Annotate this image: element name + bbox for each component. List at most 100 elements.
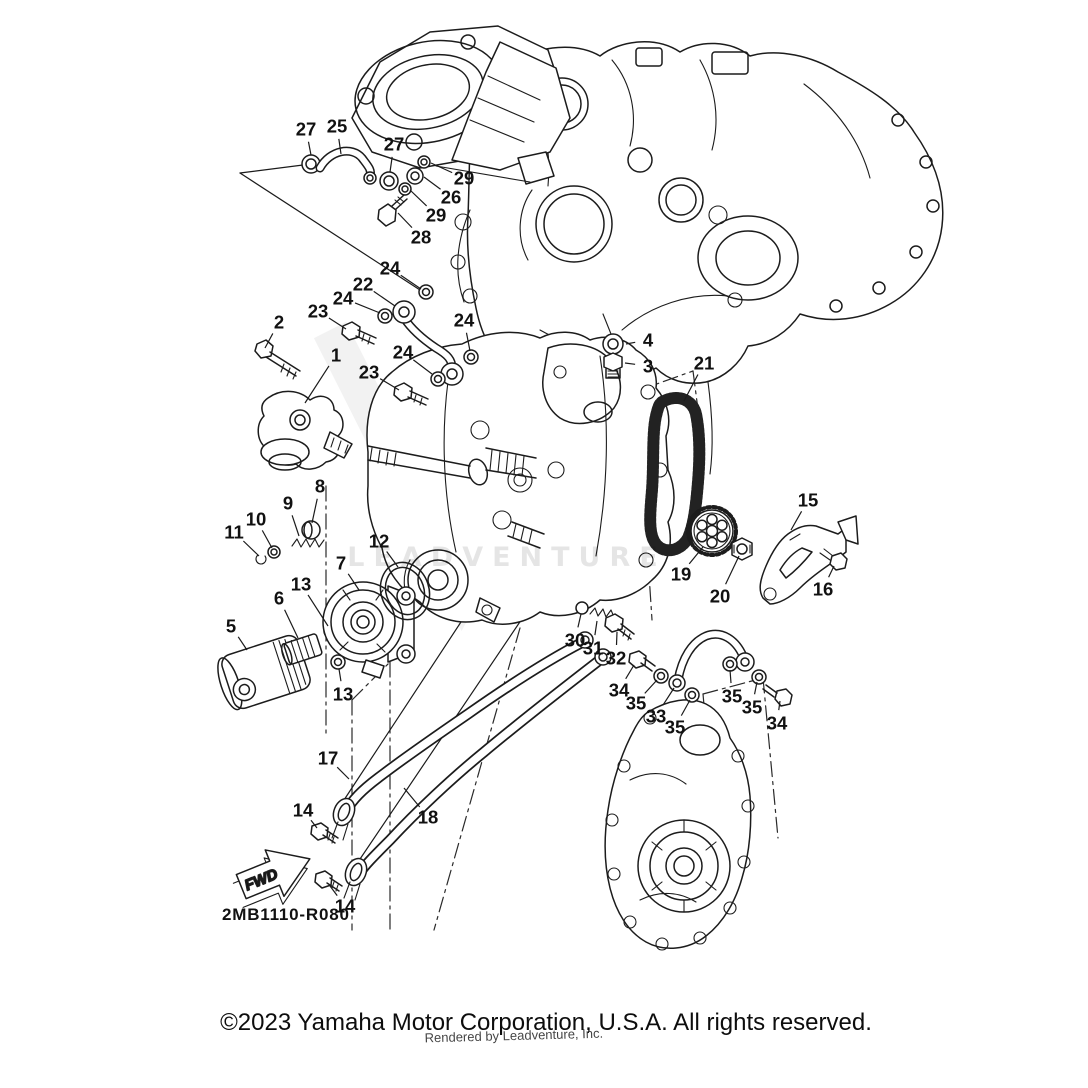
callout-label[interactable]: 17: [318, 748, 339, 769]
callout-label[interactable]: 9: [283, 493, 293, 514]
callout-leader: [386, 551, 399, 568]
callout-leader: [338, 668, 342, 682]
callout-label[interactable]: 21: [694, 353, 715, 374]
filter-union-bolt: [280, 633, 323, 666]
callout-leader: [725, 555, 740, 585]
callout-leader: [311, 498, 318, 524]
callout-leader: [373, 290, 396, 307]
callout-label[interactable]: 14: [335, 896, 356, 917]
callout-leader: [790, 511, 803, 531]
callout-label[interactable]: 4: [643, 330, 654, 351]
callout-label[interactable]: 20: [710, 586, 731, 607]
callout-leader: [328, 317, 347, 330]
callout-leader: [828, 565, 835, 578]
callout-leader: [729, 669, 732, 684]
cylinder-base: [351, 25, 571, 185]
callout-label[interactable]: 1: [331, 345, 341, 366]
callout-label[interactable]: 23: [308, 301, 329, 322]
callout-label[interactable]: 31: [583, 638, 604, 659]
callout-label[interactable]: 27: [384, 134, 405, 155]
callout-label[interactable]: 13: [291, 574, 312, 595]
callout-label[interactable]: 34: [609, 680, 630, 701]
callout-label[interactable]: 22: [353, 274, 374, 295]
callout-leader: [347, 573, 360, 591]
callout-leader: [310, 819, 318, 829]
callout-label[interactable]: 2: [274, 312, 284, 333]
callout-leader: [304, 365, 330, 404]
callout-label[interactable]: 18: [418, 807, 439, 828]
callout-label[interactable]: 24: [393, 342, 414, 363]
callout-label[interactable]: 28: [411, 227, 432, 248]
sprocket-nut: [731, 537, 753, 561]
callout-label[interactable]: 13: [333, 684, 354, 705]
callout-label[interactable]: 15: [798, 490, 819, 511]
callout-label[interactable]: 29: [426, 205, 447, 226]
callout-leader: [291, 515, 300, 537]
relief-valve-parts: [255, 520, 325, 565]
callout-label[interactable]: 3: [643, 356, 653, 377]
callout-label[interactable]: 34: [767, 713, 788, 734]
crankcase-right-half: [450, 41, 944, 475]
callout-label[interactable]: 5: [226, 616, 236, 637]
callout-label[interactable]: 11: [224, 522, 244, 543]
pump-chain: [644, 392, 706, 557]
bolt-34-right: [762, 684, 793, 707]
bolt-28: [377, 194, 408, 227]
callout-label[interactable]: 29: [454, 168, 475, 189]
callout-leader: [329, 885, 338, 896]
callout-leader: [615, 631, 618, 646]
callout-label[interactable]: 24: [380, 258, 401, 279]
callout-label[interactable]: 26: [441, 187, 462, 208]
callout-label[interactable]: 27: [296, 119, 317, 140]
callout-label[interactable]: 33: [646, 706, 667, 727]
oil-hose-18: [343, 648, 612, 901]
callout-leader: [625, 664, 635, 680]
callout-leader: [594, 620, 598, 636]
callout-leader: [662, 687, 675, 706]
callout-leader: [683, 374, 699, 402]
callout-label[interactable]: 8: [315, 476, 325, 497]
bolt-23-upper: [341, 321, 377, 345]
callout-label[interactable]: 35: [665, 717, 686, 738]
callout-label[interactable]: 10: [246, 509, 267, 530]
oil-delivery-pipe-22: [341, 284, 479, 406]
callout-label[interactable]: 35: [742, 697, 763, 718]
callout-leader: [242, 540, 260, 557]
check-valve-parts: [575, 601, 635, 641]
callout-label[interactable]: 23: [359, 362, 380, 383]
callout-leader: [753, 681, 758, 695]
callout-leader: [354, 302, 381, 314]
bolt-2: [254, 339, 301, 380]
callout-leader: [261, 530, 273, 549]
callout-leader: [403, 787, 421, 808]
bolt-14-upper: [310, 822, 339, 844]
callout-label[interactable]: 24: [454, 310, 475, 331]
callout-label[interactable]: 35: [722, 686, 743, 707]
callout-label[interactable]: 16: [813, 579, 834, 600]
callout-label[interactable]: 19: [671, 564, 692, 585]
oil-pump-assembly-1: [254, 339, 353, 471]
callout-label[interactable]: 24: [333, 288, 354, 309]
callout-label[interactable]: 32: [606, 648, 627, 669]
callout-label[interactable]: 25: [327, 116, 348, 137]
bolt-14-lower: [314, 870, 343, 892]
pump-drive-shaft: [367, 445, 545, 549]
breather-hose-and-fittings: [301, 146, 431, 227]
callout-leader: [336, 766, 350, 780]
callout-leader: [379, 378, 400, 391]
callout-label[interactable]: 7: [336, 553, 346, 574]
callout-label[interactable]: 12: [369, 531, 390, 552]
callout-label[interactable]: 6: [274, 588, 284, 609]
callout-leader: [397, 212, 413, 229]
bolt-34-left: [628, 650, 656, 672]
bolt-23-lower: [393, 382, 429, 406]
crankcase-center-block: [366, 331, 675, 625]
callout-label[interactable]: 14: [293, 800, 314, 821]
callout-leader: [307, 141, 312, 156]
callout-label[interactable]: 30: [565, 630, 586, 651]
fwd-arrow: FWD: [232, 849, 311, 908]
copyright-line: ©2023 Yamaha Motor Corporation, U.S.A. A…: [220, 1009, 872, 1036]
callout-leader: [264, 333, 274, 349]
callout-label[interactable]: 35: [626, 693, 647, 714]
